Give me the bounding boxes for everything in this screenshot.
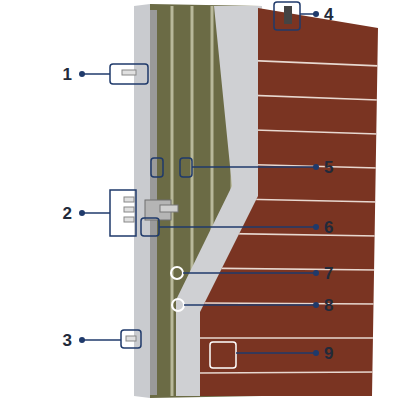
leader-lines [82, 14, 316, 353]
callout-number: 2 [63, 205, 72, 222]
callout-markers [110, 2, 300, 368]
hinge [284, 6, 292, 24]
panel-grooves [190, 58, 380, 373]
callout-number: 3 [63, 332, 72, 349]
callout-number: 8 [324, 297, 333, 314]
callout-number: 9 [324, 345, 333, 362]
callout-number: 1 [63, 66, 72, 83]
callout-number: 6 [324, 219, 333, 236]
callout-number: 5 [324, 159, 333, 176]
bolts [122, 70, 136, 341]
leader-dots [79, 11, 319, 356]
handle [160, 205, 178, 212]
callout-number: 4 [324, 6, 333, 23]
callout-number: 7 [324, 265, 333, 282]
